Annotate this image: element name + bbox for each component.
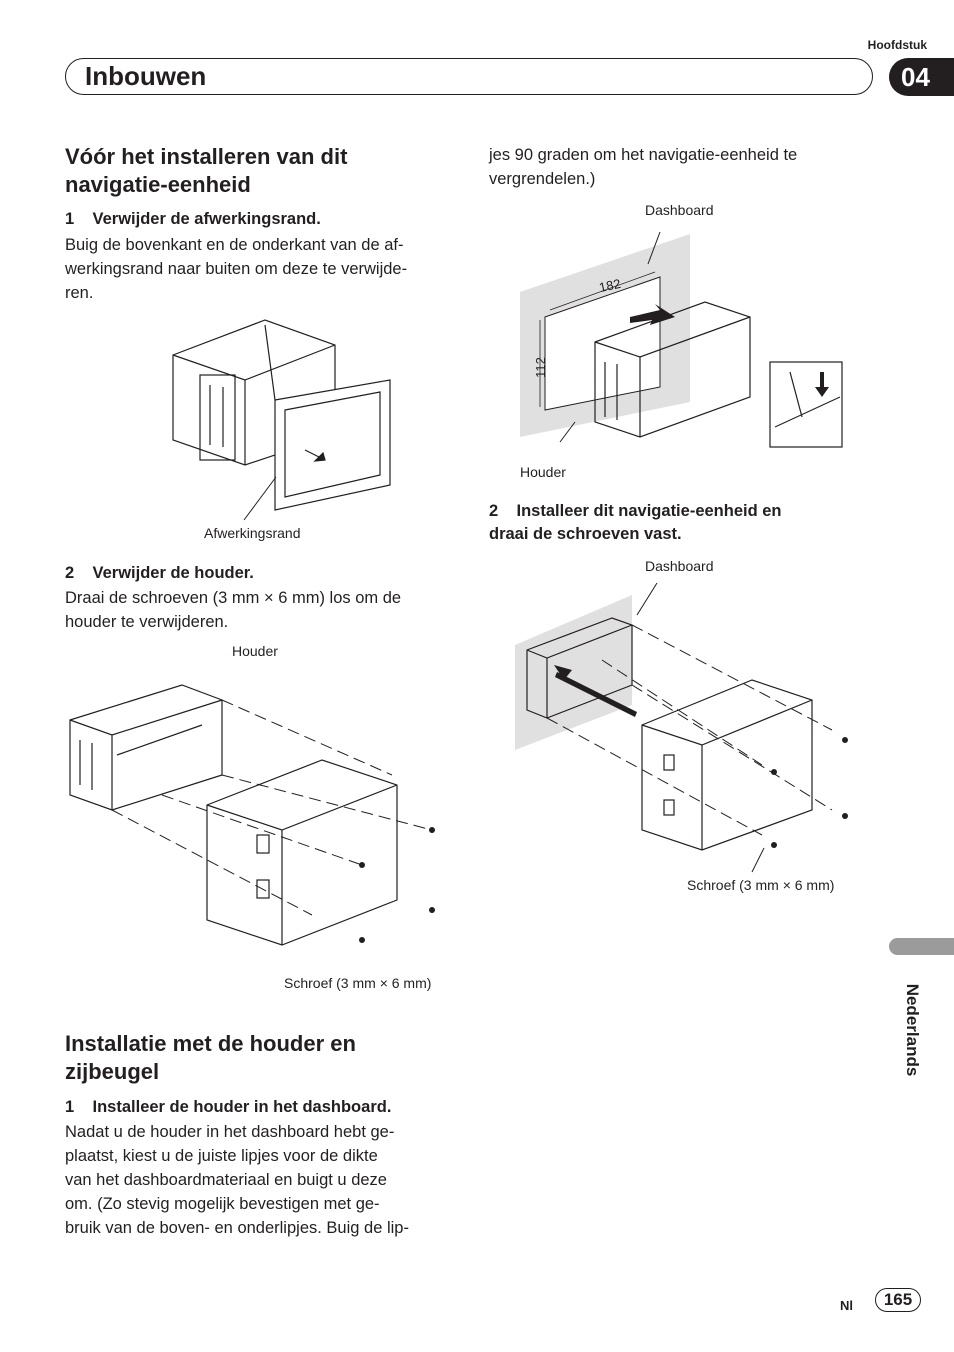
step-body-remove-trim: Buig de bovenkant en de onderkant van de… bbox=[65, 233, 407, 305]
text-line: 2 Installeer dit navigatie-eenheid en bbox=[489, 502, 782, 520]
step-title-install-unit: 2 Installeer dit navigatie-eenheid en dr… bbox=[489, 500, 782, 546]
text-line: Draai de schroeven (3 mm × 6 mm) los om … bbox=[65, 589, 402, 607]
step-title-remove-trim: 1 Verwijder de afwerkingsrand. bbox=[65, 210, 321, 228]
text-line: draai de schroeven vast. bbox=[489, 525, 682, 543]
figure-label-dashboard-2: Dashboard bbox=[645, 558, 714, 574]
dimension-height: 112 bbox=[532, 357, 548, 378]
leader-line bbox=[243, 476, 277, 521]
figure-caption-screw-2: Schroef (3 mm × 6 mm) bbox=[687, 877, 835, 893]
step-body-install-holder: Nadat u de houder in het dashboard hebt … bbox=[65, 1120, 409, 1240]
text-line: werkingsrand naar buiten om deze te verw… bbox=[65, 260, 408, 278]
text-line: ren. bbox=[65, 284, 94, 302]
side-tab-language: Nederlands bbox=[903, 983, 922, 1077]
figure-trim-ring bbox=[172, 319, 391, 511]
text-line: bruik van de boven- en onderlipjes. Buig… bbox=[65, 1219, 409, 1237]
step-body-remove-holder: Draai de schroeven (3 mm × 6 mm) los om … bbox=[65, 586, 401, 634]
figure-label-dashboard: Dashboard bbox=[645, 202, 714, 218]
page-number: 165 bbox=[875, 1288, 921, 1312]
text-line: van het dashboardmateriaal en buigt u de… bbox=[65, 1171, 387, 1189]
figure-remove-holder bbox=[69, 684, 435, 946]
page-title: Inbouwen bbox=[85, 61, 207, 91]
footer-language-code: Nl bbox=[840, 1298, 853, 1313]
section-title-before-install: Vóór het installeren van dit navigatie-e… bbox=[65, 144, 348, 197]
chapter-label: Hoofdstuk bbox=[867, 38, 927, 52]
figure-install-unit bbox=[515, 582, 848, 873]
text-line: Buig de bovenkant en de onderkant van de… bbox=[65, 236, 404, 254]
header-bar bbox=[65, 58, 873, 95]
text-line: houder te verwijderen. bbox=[65, 613, 229, 631]
figure-label-holder: Houder bbox=[232, 643, 278, 659]
text-line: plaatst, kiest u de juiste lipjes voor d… bbox=[65, 1147, 378, 1165]
text-line: vergrendelen.) bbox=[489, 170, 596, 188]
figure-label-holder-2: Houder bbox=[520, 464, 566, 480]
step-title-install-holder: 1 Installeer de houder in het dashboard. bbox=[65, 1098, 392, 1116]
figure-install-holder bbox=[520, 231, 843, 448]
text-line: Nadat u de houder in het dashboard hebt … bbox=[65, 1123, 395, 1141]
text-line: om. (Zo stevig mogelijk bevestigen met g… bbox=[65, 1195, 380, 1213]
figure-caption-trim-ring: Afwerkingsrand bbox=[204, 525, 301, 541]
chapter-number-badge: 04 bbox=[889, 58, 954, 96]
text-line: jes 90 graden om het navigatie-eenheid t… bbox=[489, 146, 798, 164]
figure-caption-screw: Schroef (3 mm × 6 mm) bbox=[284, 975, 432, 991]
step-title-remove-holder: 2 Verwijder de houder. bbox=[65, 564, 254, 582]
section-title-install-holder: Installatie met de houder en zijbeugel bbox=[65, 1031, 356, 1084]
language-side-tab bbox=[889, 938, 954, 955]
step-body-install-holder-cont: jes 90 graden om het navigatie-eenheid t… bbox=[489, 143, 797, 191]
